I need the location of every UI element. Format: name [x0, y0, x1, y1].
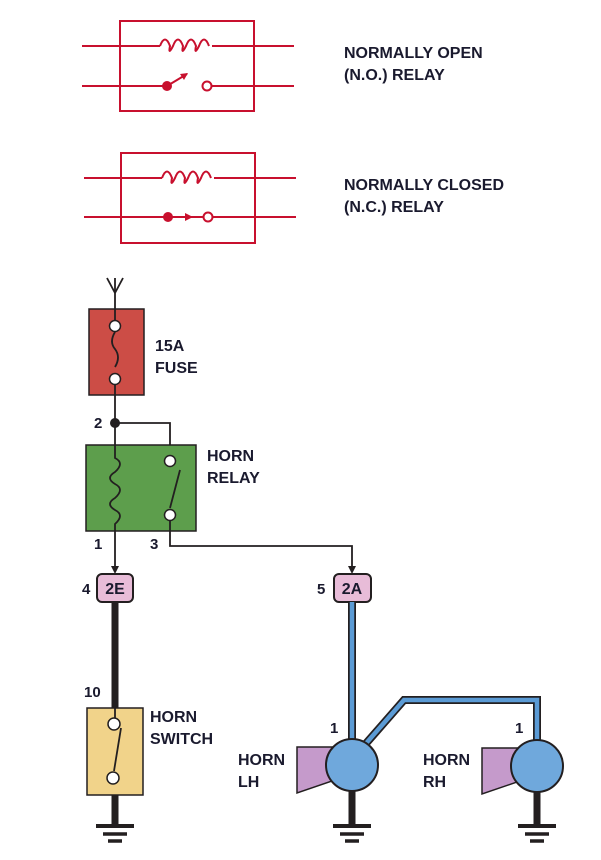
ground-icon	[333, 824, 371, 843]
connector-2a-pin: 5	[317, 581, 325, 598]
switch-pin-10: 10	[84, 684, 101, 701]
connector-2e: 2E	[96, 573, 134, 603]
horn-relay-label-line1: HORN	[207, 448, 254, 465]
ground-icon	[96, 824, 134, 843]
nc-relay-label-line2: (N.C.) RELAY	[344, 199, 444, 216]
no-relay-label-line2: (N.O.) RELAY	[344, 67, 445, 84]
arrow-down-icon	[348, 566, 356, 574]
relay-pin-1: 1	[94, 536, 102, 553]
horn-switch-label-line1: HORN	[150, 709, 197, 726]
switch-arm-icon	[113, 727, 122, 772]
connector-2e-label: 2E	[105, 581, 125, 598]
fuse-15a	[88, 308, 145, 396]
power-source-icon	[106, 277, 124, 310]
relay-coil-icon	[109, 445, 121, 531]
fuse-rating-label: 15A	[155, 338, 185, 355]
normally-open-relay-symbol	[82, 20, 294, 112]
horn-lh-label-line1: HORN	[238, 752, 285, 769]
ground-icon	[518, 824, 556, 843]
nc-relay-label-line1: NORMALLY CLOSED	[344, 177, 504, 194]
no-relay-label-line1: NORMALLY OPEN	[344, 45, 483, 62]
horn-relay	[85, 444, 197, 532]
relay-switch-arm-icon	[169, 469, 181, 509]
relay-pin-3: 3	[150, 536, 158, 553]
connector-2e-pin: 4	[82, 581, 91, 598]
horn-lh-pin-1: 1	[330, 720, 338, 737]
horn-rh-label-line1: HORN	[423, 752, 470, 769]
connector-2a: 2A	[333, 573, 372, 603]
contact-terminal-icon	[201, 80, 213, 92]
fuse-label: FUSE	[155, 360, 198, 377]
normally-closed-relay-symbol	[84, 152, 296, 244]
relay-pin-2: 2	[94, 415, 102, 432]
horn-switch-label-line2: SWITCH	[150, 731, 213, 748]
coil-icon	[161, 170, 212, 184]
horn-rh	[481, 739, 564, 825]
horn-lh-label-line2: LH	[238, 774, 259, 791]
horn-switch	[86, 707, 144, 796]
arrow-down-icon	[111, 566, 119, 574]
blue-wire	[348, 602, 541, 751]
connector-2a-label: 2A	[342, 581, 363, 598]
horn-rh-pin-1: 1	[515, 720, 523, 737]
contact-terminal-icon	[202, 211, 214, 223]
horn-rh-label-line2: RH	[423, 774, 446, 791]
horn-lh	[296, 738, 379, 825]
horn-relay-label-line2: RELAY	[207, 470, 260, 487]
fuse-element-icon	[111, 331, 119, 368]
coil-icon	[159, 38, 210, 52]
